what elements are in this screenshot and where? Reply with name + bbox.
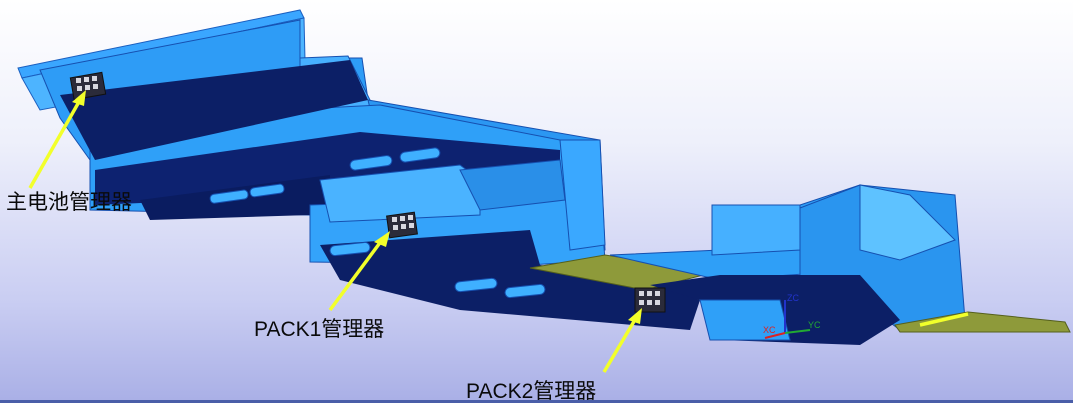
pack2-arrowhead [628,308,642,324]
pack2-bms-module [634,287,666,313]
pack2-pointer [602,317,638,373]
main-bms-module [69,71,107,101]
main-bms-pointer [28,99,82,189]
pack1-pointer [328,238,384,312]
plate-highlight [919,312,969,327]
main-bms-arrowhead [72,90,86,106]
battery-tray-shell [17,9,1071,345]
pack1-arrowhead [374,231,390,247]
axis-x-label: XC [763,325,776,335]
main-bms-label: 主电池管理器 [6,191,132,214]
bottom-divider [0,400,1073,403]
pack1-bms-module [386,211,418,239]
axis-triad: ZC XC YC [763,293,821,339]
axis-z-label: ZC [787,293,799,303]
pointer-arrows [28,90,969,373]
pack2-bms-label: PACK2管理器 [466,380,597,403]
axis-y-label: YC [808,320,821,330]
pack1-bms-label: PACK1管理器 [254,318,385,341]
